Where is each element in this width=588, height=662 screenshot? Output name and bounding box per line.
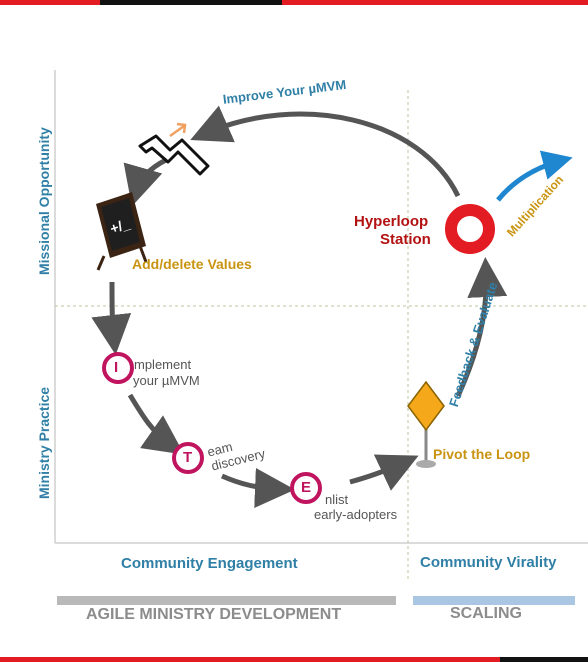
top-accent-bar-black [100,0,282,5]
step-label-add-delete-values: Add/delete Values [132,256,252,272]
arrow-chalkboard-to-implement [91,281,132,355]
arrow-pivot-to-hyperloop [455,257,508,398]
hyperloop-station-ring [445,204,495,254]
y-axis-label-ministry-practice: Ministry Practice [36,386,52,499]
enlist-letter: E [301,479,312,496]
bottom-accent-bar-black [500,657,588,662]
arrow-hyperloop-to-improve [190,105,461,198]
band-label-scaling: SCALING [450,605,522,622]
chalkboard-icon [96,192,148,271]
arrow-implement-to-team [127,393,185,455]
step-label-implement-line1: mplement [134,357,192,372]
multiplication-arrow [496,150,573,202]
enlist-step-circle [290,472,322,504]
implement-step-circle [102,352,134,384]
top-accent-bar-red-right [282,0,588,5]
escalator-icon [138,122,210,176]
agile-band [57,596,396,605]
team-letter: T [183,449,193,466]
hyperloop-station-line1: Hyperloop [354,213,429,230]
arrow-escalator-to-chalkboard [123,157,168,207]
team-step-circle [172,442,204,474]
bottom-accent-bar-red [0,657,500,662]
arrow-enlist-to-pivot [349,454,419,491]
top-accent-bar-red-left [0,0,100,5]
step-label-implement-line2: your µMVM [133,373,200,388]
scaling-band [413,596,575,605]
x-axis-label-community-engagement: Community Engagement [121,555,298,572]
y-axis-label-missional-opportunity: Missional Opportunity [36,127,52,275]
step-label-pivot-the-loop: Pivot the Loop [433,446,531,462]
implement-letter: I [114,359,119,376]
step-label-enlist-line1: nlist [325,492,349,507]
step-label-enlist-line2: early-adopters [314,507,398,522]
arrow-team-to-enlist [220,467,295,508]
pivot-diamond-icon [407,380,445,468]
hyperloop-station-line2: Station [380,231,431,248]
band-label-agile-ministry-development: AGILE MINISTRY DEVELOPMENT [86,606,342,623]
x-axis-label-community-virality: Community Virality [420,554,557,571]
